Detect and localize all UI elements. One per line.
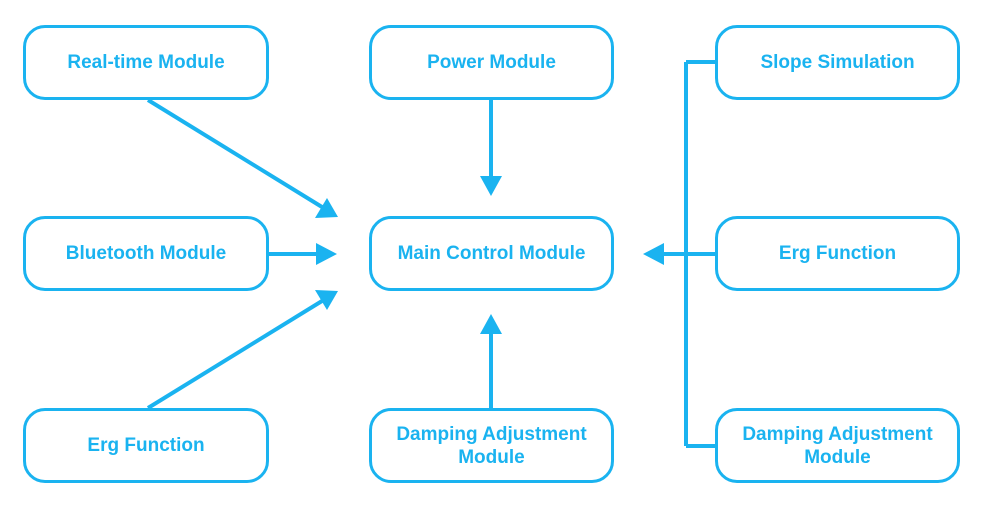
erg-function-left-box: Erg Function: [23, 408, 269, 483]
damping-adjustment-center-box: Damping Adjustment Module: [369, 408, 614, 483]
arrowhead-bus: [643, 243, 664, 265]
arrow-erg-left-to-main: [146, 299, 324, 410]
arrowhead-realtime: [315, 198, 338, 218]
arrowhead-power: [480, 176, 502, 196]
arrow-realtime-to-main: [146, 98, 324, 209]
damping-adjustment-right-box: Damping Adjustment Module: [715, 408, 960, 483]
arrowhead-bluetooth: [316, 243, 337, 265]
realtime-module-box: Real-time Module: [23, 25, 269, 100]
arrowhead-erg-left: [315, 290, 338, 310]
arrowhead-damping-center: [480, 314, 502, 334]
main-control-module-box: Main Control Module: [369, 216, 614, 291]
erg-function-right-box: Erg Function: [715, 216, 960, 291]
bluetooth-module-box: Bluetooth Module: [23, 216, 269, 291]
slope-simulation-box: Slope Simulation: [715, 25, 960, 100]
power-module-box: Power Module: [369, 25, 614, 100]
